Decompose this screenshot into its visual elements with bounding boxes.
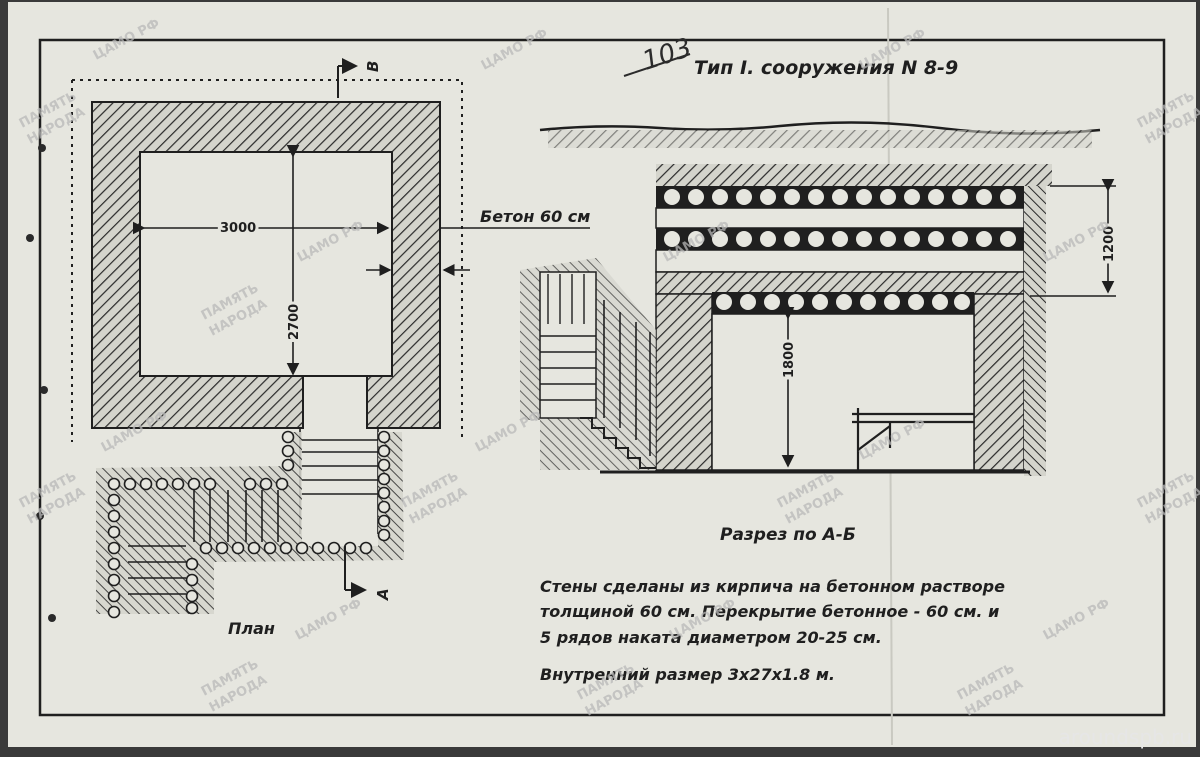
plan-soil-outline bbox=[71, 79, 463, 442]
note-line-3: 5 рядов наката диаметром 20-25 см. bbox=[540, 628, 882, 647]
stair-steps bbox=[580, 417, 656, 469]
plan-trench-logs bbox=[107, 430, 391, 619]
site-credit: aroundspb.ru bbox=[1058, 725, 1192, 749]
notes-block: Стены сделаны из кирпича на бетонном рас… bbox=[540, 577, 1005, 684]
log-row-1 bbox=[664, 189, 1016, 205]
plan-room bbox=[139, 151, 393, 377]
section-left-wall bbox=[655, 293, 713, 471]
section-right-wall bbox=[973, 293, 1025, 471]
frame-border bbox=[38, 38, 1166, 717]
roof-earth-top bbox=[656, 164, 1052, 186]
log-row-3 bbox=[716, 294, 970, 310]
punch-holes bbox=[26, 144, 56, 622]
plan-caption: План bbox=[228, 619, 275, 638]
concrete-slab bbox=[655, 271, 1025, 295]
note-line-2: толщиной 60 см. Перекрытие бетонное - 60… bbox=[540, 602, 999, 621]
sheet-title: Тип I. сооружения N 8-9 bbox=[694, 57, 958, 79]
log-row-2 bbox=[664, 231, 1016, 247]
section-chamber bbox=[711, 313, 975, 471]
dim-width-label: 3000 bbox=[220, 221, 256, 236]
section-outer-soil bbox=[1024, 186, 1046, 476]
dim-length-label: 2700 bbox=[287, 304, 302, 340]
dim-height-label: 1800 bbox=[782, 342, 797, 378]
wall-thickness-label: Бетон 60 см bbox=[480, 207, 590, 226]
stair-shaft-logs bbox=[540, 274, 596, 401]
ground-surface-hatch bbox=[548, 130, 1092, 148]
stair-shaft bbox=[539, 271, 597, 419]
plan-trench-hatch bbox=[96, 432, 404, 614]
plan-view: 3000 2700 Бетон 60 см В bbox=[71, 58, 590, 638]
stair-posts bbox=[603, 300, 651, 456]
handwritten-number-stroke bbox=[623, 53, 691, 77]
note-line-1: Стены сделаны из кирпича на бетонном рас… bbox=[540, 577, 1005, 596]
plan-trench-posts bbox=[128, 490, 279, 595]
section-bunk bbox=[852, 408, 974, 470]
section-caption: Разрез по А-Б bbox=[720, 525, 856, 545]
note-line-4: Внутренний размер 3х27х1.8 м. bbox=[540, 665, 835, 684]
cut-marker-b-label: В bbox=[364, 61, 382, 72]
dim-roof-label: 1200 bbox=[1102, 226, 1117, 262]
section-view: 1800 1200 Разрез по А-Б bbox=[520, 121, 1120, 545]
cut-marker-a-label: А bbox=[374, 588, 392, 601]
roof-earth-lower bbox=[655, 249, 1025, 273]
